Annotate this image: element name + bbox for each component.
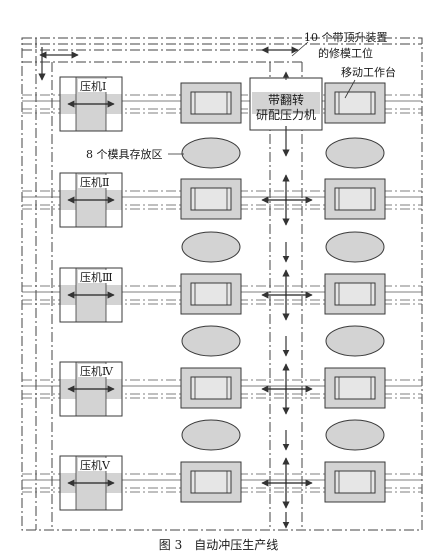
station-row-4: 压机Ⅳ <box>22 361 422 417</box>
die-station-center-3 <box>180 273 242 315</box>
station-row-3: 压机Ⅲ <box>22 267 422 323</box>
transfer-cross-5 <box>261 457 313 509</box>
die-storage-2 <box>325 137 385 169</box>
die-station-center-2 <box>180 178 242 220</box>
crane-rails-top <box>22 43 422 63</box>
die-storage-1 <box>181 137 241 169</box>
top-arrows <box>38 46 299 81</box>
tryout-label-2: 研配压力机 <box>256 108 316 122</box>
die-station-center-1 <box>180 82 242 124</box>
moving-table-5 <box>324 461 386 503</box>
moving-table-4 <box>324 367 386 409</box>
callout-repair-1: 10 个带顶升装置 <box>304 31 388 44</box>
press-label-4: 压机Ⅳ <box>80 364 114 378</box>
tryout-label-1: 带翻转 <box>268 92 304 107</box>
die-storage-7 <box>181 419 241 451</box>
station-row-5: 压机Ⅴ <box>22 455 422 511</box>
press-label-2: 压机Ⅱ <box>80 175 109 189</box>
press-5: 压机Ⅴ <box>59 455 123 511</box>
figure-caption: 图 3 自动冲压生产线 <box>158 538 279 552</box>
transfer-cross-2 <box>261 174 313 226</box>
die-storage-4 <box>325 231 385 263</box>
callout-repair-2: 的修模工位 <box>318 46 373 60</box>
leader-lines <box>168 41 356 155</box>
press-label-1: 压机Ⅰ <box>80 79 106 93</box>
transfer-cross-4 <box>261 363 313 415</box>
tryout-press: 带翻转 研配压力机 <box>249 71 323 157</box>
press-2: 压机Ⅱ <box>59 172 123 228</box>
moving-table-1 <box>324 82 386 124</box>
outer-frame <box>21 37 423 531</box>
die-storage-6 <box>325 325 385 357</box>
die-station-center-5 <box>180 461 242 503</box>
callout-moving-table: 移动工作台 <box>341 65 396 79</box>
callout-storage: 8 个模具存放区 <box>86 147 163 161</box>
die-storage-8 <box>325 419 385 451</box>
station-row-2: 压机Ⅱ <box>22 172 422 228</box>
moving-table-3 <box>324 273 386 315</box>
transfer-cross-3 <box>261 269 313 321</box>
press-3: 压机Ⅲ <box>59 267 123 323</box>
station-row-1: 压机Ⅰ <box>22 76 422 132</box>
press-1: 压机Ⅰ <box>59 76 123 132</box>
die-storage-3 <box>181 231 241 263</box>
press-4: 压机Ⅳ <box>59 361 123 417</box>
press-label-5: 压机Ⅴ <box>80 458 111 472</box>
press-label-3: 压机Ⅲ <box>80 270 113 284</box>
moving-table-2 <box>324 178 386 220</box>
die-storage-5 <box>181 325 241 357</box>
die-station-center-4 <box>180 367 242 409</box>
